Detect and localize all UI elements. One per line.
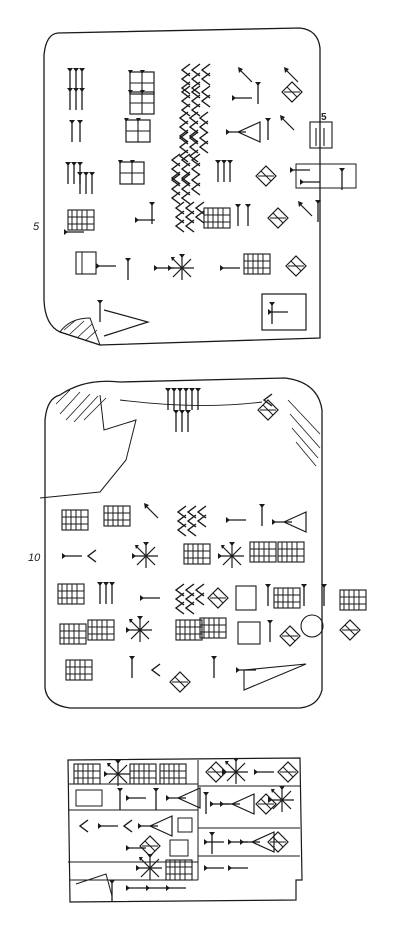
edge-fragment — [67, 757, 303, 903]
line-number-10: 10 — [28, 552, 41, 564]
line-number-5-marker: 5 — [321, 112, 327, 123]
reverse-tablet — [39, 377, 367, 709]
line-number-5: 5 — [33, 221, 40, 233]
obverse-tablet — [43, 27, 357, 346]
